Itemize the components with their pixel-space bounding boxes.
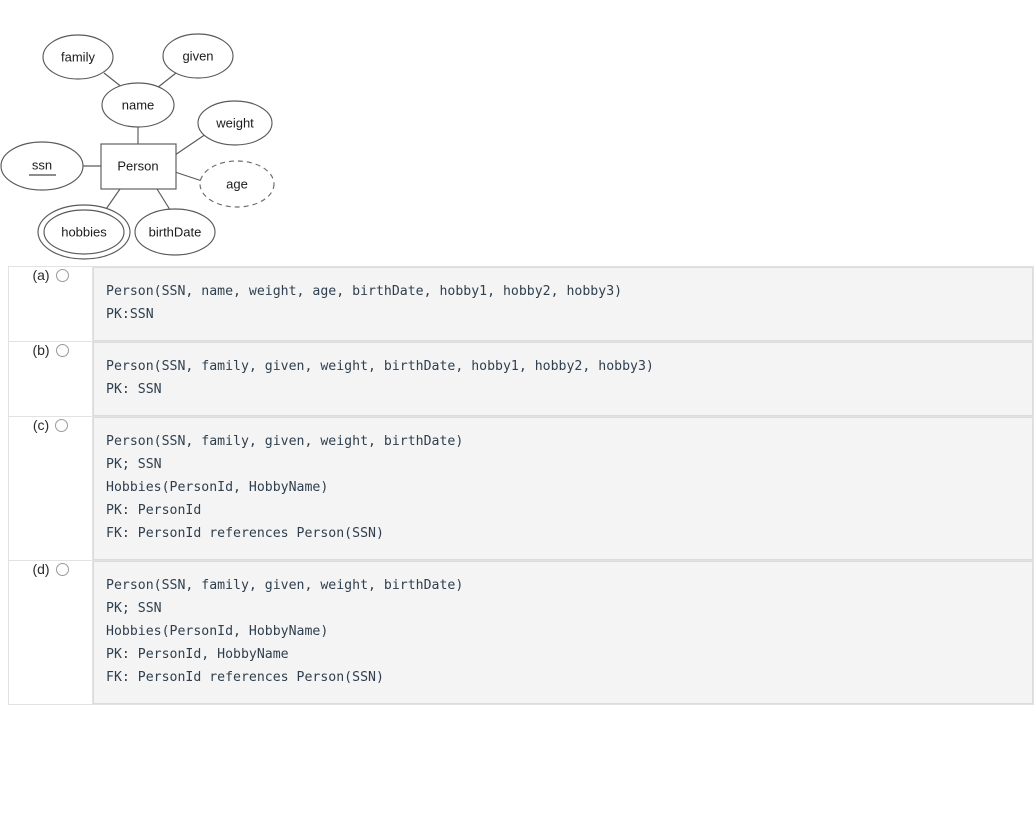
option-letter-c: (c) [32, 417, 50, 433]
attribute-label-birthdate: birthDate [149, 224, 202, 239]
radio-option-b[interactable] [55, 343, 69, 357]
option-label-cell-a: (a) [8, 266, 93, 342]
option-body-cell-a: Person(SSN, name, weight, age, birthDate… [92, 266, 1034, 342]
option-code-c: Person(SSN, family, given, weight, birth… [93, 417, 1033, 560]
entity-label-person: Person [117, 158, 158, 173]
table-row: (d) Person(SSN, family, given, weight, b… [8, 560, 1034, 705]
option-label-cell-c: (c) [8, 416, 93, 561]
option-code-d: Person(SSN, family, given, weight, birth… [93, 561, 1033, 704]
derived-attribute-ellipse-age [199, 160, 275, 208]
radio-option-a[interactable] [55, 268, 69, 282]
key-attribute-ellipse-ssn [0, 141, 84, 191]
radio-option-d[interactable] [55, 562, 69, 576]
attribute-label-hobbies: hobbies [61, 224, 107, 239]
attribute-ellipse-family [42, 34, 114, 80]
attribute-label-ssn: ssn [32, 157, 52, 172]
table-row: (c) Person(SSN, family, given, weight, b… [8, 416, 1034, 561]
option-label-cell-d: (d) [8, 560, 93, 705]
option-letter-a: (a) [32, 267, 50, 283]
radio-option-c[interactable] [55, 418, 69, 432]
entity-rectangle-person [100, 143, 177, 190]
option-body-cell-d: Person(SSN, family, given, weight, birth… [92, 560, 1034, 705]
edge-given-name [156, 72, 177, 89]
edge-person-weight [174, 133, 207, 156]
multivalued-inner-ellipse-hobbies [43, 209, 125, 255]
option-body-cell-b: Person(SSN, family, given, weight, birth… [92, 341, 1034, 417]
attribute-ellipse-name [101, 82, 175, 128]
option-code-a: Person(SSN, name, weight, age, birthDate… [93, 267, 1033, 341]
attribute-ellipse-given [162, 33, 234, 79]
option-label-cell-b: (b) [8, 341, 93, 417]
table-row: (a) Person(SSN, name, weight, age, birth… [8, 266, 1034, 342]
option-code-b: Person(SSN, family, given, weight, birth… [93, 342, 1033, 416]
attribute-label-age: age [226, 176, 248, 191]
er-diagram-person: family given name weight age ssn hobbies [0, 0, 300, 262]
table-row: (b) Person(SSN, family, given, weight, b… [8, 341, 1034, 417]
answer-options-table: (a) Person(SSN, name, weight, age, birth… [8, 266, 1034, 705]
option-letter-b: (b) [32, 342, 50, 358]
attribute-label-weight: weight [215, 115, 254, 130]
attribute-label-given: given [182, 48, 213, 63]
attribute-ellipse-birthdate [134, 208, 216, 256]
attribute-label-name: name [122, 97, 155, 112]
attribute-ellipse-weight [197, 100, 273, 146]
option-body-cell-c: Person(SSN, family, given, weight, birth… [92, 416, 1034, 561]
edge-person-age [174, 171, 206, 183]
attribute-label-family: family [61, 49, 95, 64]
option-letter-d: (d) [32, 561, 50, 577]
